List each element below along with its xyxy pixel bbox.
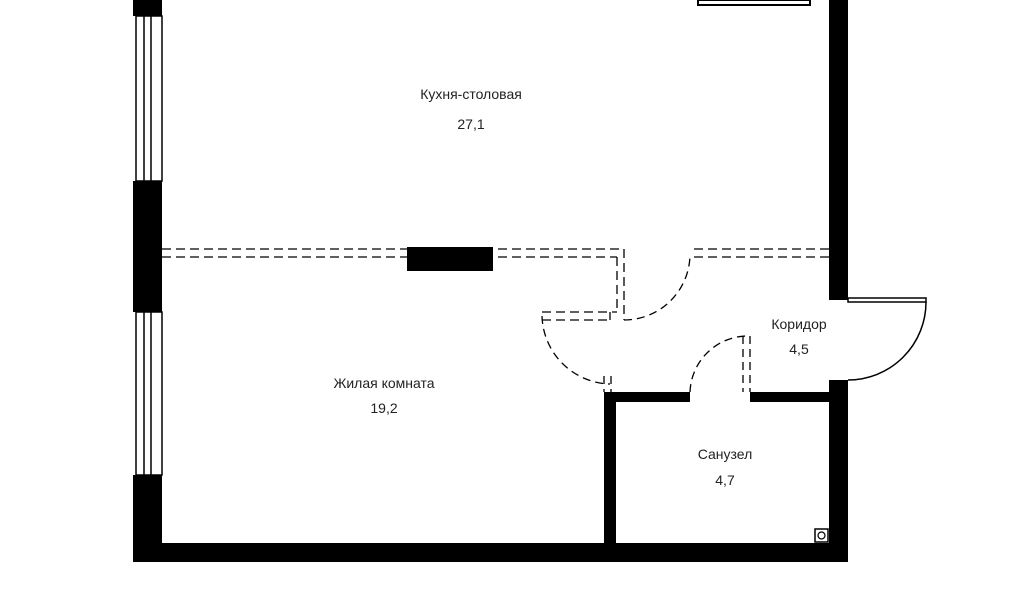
floor-drain-icon <box>814 528 829 543</box>
living-name: Жилая комната <box>333 375 435 391</box>
bathroom-wall-left <box>604 392 616 552</box>
left-wall-top <box>133 0 162 16</box>
bathroom-wall-top-left <box>604 392 690 402</box>
partition-column <box>407 247 493 271</box>
bathroom-door <box>689 335 751 393</box>
bathroom-area: 4,7 <box>715 472 735 488</box>
corridor-area: 4,5 <box>789 341 809 357</box>
bathroom-name: Санузел <box>697 446 753 462</box>
corridor-name: Коридор <box>771 316 827 332</box>
living-area: 19,2 <box>370 400 398 416</box>
left-window-lower <box>135 311 163 476</box>
partition-dashed <box>162 248 829 321</box>
living-door <box>541 315 612 392</box>
entrance-door <box>847 297 927 381</box>
top-window-fragment <box>697 0 811 6</box>
right-wall-upper <box>829 0 848 300</box>
bathroom-wall-top-right <box>750 392 830 402</box>
bottom-wall <box>133 543 848 562</box>
kitchen-door-swing <box>623 253 691 321</box>
kitchen-name: Кухня-столовая <box>420 86 522 102</box>
right-wall-lower <box>829 380 848 562</box>
left-window-upper <box>135 15 163 182</box>
kitchen-area: 27,1 <box>457 116 485 132</box>
left-wall-middle <box>133 181 162 312</box>
